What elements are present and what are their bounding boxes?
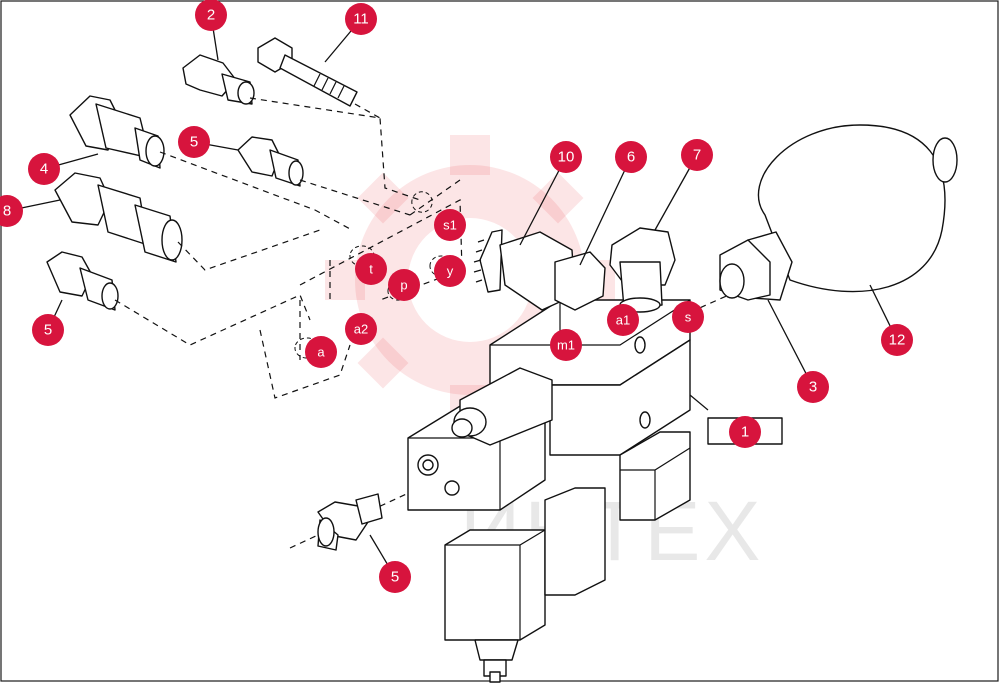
fitting-part-8	[54, 172, 183, 263]
svg-text:p: p	[400, 278, 407, 293]
svg-text:m1: m1	[557, 338, 575, 353]
callout-11: 11	[345, 3, 377, 35]
fitting-part-5-top	[237, 136, 304, 187]
pressure-switch-part	[473, 229, 606, 311]
svg-text:10: 10	[558, 149, 575, 166]
svg-text:s1: s1	[443, 218, 457, 233]
svg-text:7: 7	[693, 147, 701, 164]
svg-text:5: 5	[44, 322, 52, 339]
svg-text:a2: a2	[354, 322, 368, 337]
callout-4: 4	[28, 153, 60, 185]
fitting-part-5-left	[46, 251, 119, 311]
svg-text:y: y	[447, 264, 454, 279]
svg-text:2: 2	[207, 7, 215, 24]
svg-text:8: 8	[3, 203, 11, 220]
svg-text:11: 11	[353, 11, 369, 28]
port-label-t: t	[355, 253, 387, 285]
port-label-a: a	[305, 336, 337, 368]
svg-text:4: 4	[40, 161, 48, 178]
callout-5-left: 5	[32, 314, 64, 346]
port-label-y: y	[434, 255, 466, 287]
svg-text:5: 5	[190, 134, 198, 151]
port-label-a1: a1	[607, 304, 639, 336]
svg-text:s: s	[685, 310, 692, 325]
bolt-part	[257, 37, 358, 107]
port-label-s: s	[672, 301, 704, 333]
valve-block-assembly	[407, 299, 783, 683]
callout-2: 2	[195, 0, 227, 31]
fitting-part-5-bottom	[317, 493, 383, 551]
svg-text:t: t	[369, 262, 373, 277]
port-label-a2: a2	[345, 313, 377, 345]
callout-3: 3	[797, 371, 829, 403]
svg-text:6: 6	[627, 149, 635, 166]
callout-8: 8	[0, 195, 23, 227]
callout-7: 7	[681, 139, 713, 171]
port-label-p: p	[388, 269, 420, 301]
svg-text:5: 5	[391, 569, 399, 586]
port-label-m1: m1	[550, 329, 582, 361]
svg-text:12: 12	[889, 332, 906, 349]
callout-6: 6	[615, 141, 647, 173]
callout-5-top: 5	[178, 126, 210, 158]
svg-text:a1: a1	[616, 313, 630, 328]
accumulator-part	[719, 124, 958, 301]
svg-text:1: 1	[741, 424, 749, 441]
fitting-part-4	[69, 95, 165, 169]
svg-text:a: a	[317, 345, 325, 360]
callout-1: 1	[729, 416, 761, 448]
callout-12: 12	[881, 324, 913, 356]
port-label-s1: s1	[434, 209, 466, 241]
svg-text:3: 3	[809, 379, 817, 396]
callout-5-bottom: 5	[379, 561, 411, 593]
fitting-part-2	[182, 54, 255, 105]
plug-part-7	[609, 227, 676, 313]
callout-10: 10	[550, 141, 582, 173]
